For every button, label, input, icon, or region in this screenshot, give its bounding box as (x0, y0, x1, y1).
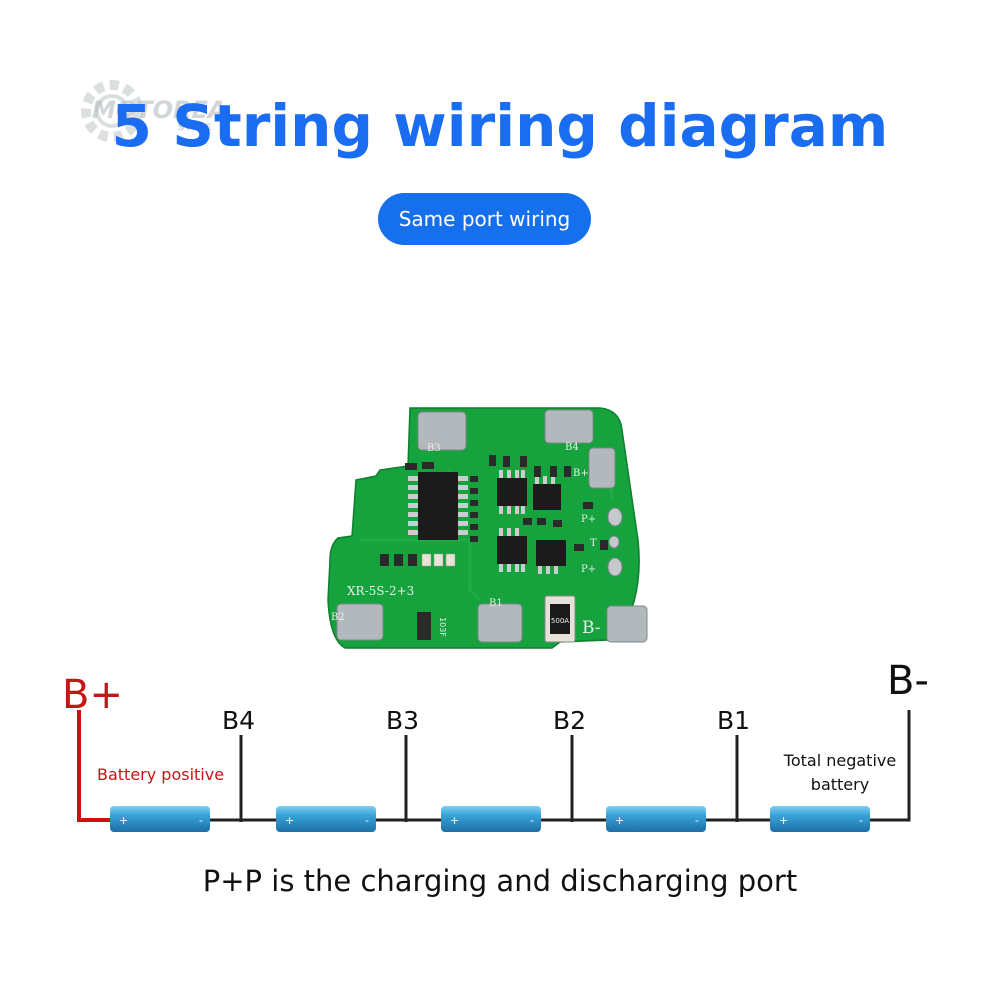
pad-b3 (417, 411, 467, 451)
pcb-board: 500A 103F B3 B4 B+ P+ T P+ XR-5S-2+3 B2 … (327, 407, 648, 649)
mosfet-4 (536, 540, 566, 566)
svg-text:+: + (779, 814, 788, 827)
small-part-label: 103F (438, 617, 447, 637)
caption: P+P is the charging and discharging port (202, 864, 798, 898)
label-b-plus: B+ (62, 672, 123, 718)
battery-cell-1: + - (110, 806, 210, 832)
svg-text:+: + (615, 814, 624, 827)
pad-pplus-2 (607, 557, 623, 577)
label-b1: B1 (717, 706, 750, 735)
label-total-negative-2: battery (811, 775, 869, 794)
resistor-label: 500A (551, 617, 569, 625)
silk-b1: B1 (489, 598, 503, 609)
svg-text:-: - (365, 814, 369, 827)
silk-b4: B4 (565, 442, 579, 453)
pad-b1 (477, 603, 523, 643)
same-port-wiring-badge: Same port wiring (378, 193, 591, 245)
watermark-gear-icon (81, 80, 143, 142)
label-total-negative-1: Total negative (783, 751, 896, 770)
svg-text:-: - (695, 814, 699, 827)
label-b2: B2 (553, 706, 586, 735)
battery-cell-4: + - (606, 806, 706, 832)
silk-model: XR-5S-2+3 (347, 584, 414, 598)
pad-bminus (606, 605, 648, 643)
pad-bplus (588, 447, 616, 489)
silk-b3: B3 (427, 443, 441, 454)
silk-bminus: B- (582, 618, 601, 638)
svg-text:+: + (285, 814, 294, 827)
watermark-text: MOTOREA (92, 96, 227, 124)
pad-b4 (544, 409, 594, 444)
silk-t: T (590, 538, 597, 549)
pad-pplus-1 (607, 507, 623, 527)
pad-t (608, 535, 620, 549)
label-b-minus: B- (887, 658, 929, 704)
negative-wire (868, 710, 911, 822)
svg-text:+: + (450, 814, 459, 827)
silk-bplus: B+ (573, 468, 589, 479)
wiring-diagram: + - + - + - + - + - B+ B4 B3 B2 B1 B- B (62, 658, 929, 832)
ic-chip (418, 472, 458, 540)
label-b3: B3 (386, 706, 419, 735)
silk-pplus2: P+ (581, 564, 596, 575)
mosfet-1 (497, 478, 527, 506)
battery-cell-2: + - (276, 806, 376, 832)
silk-pplus1: P+ (581, 514, 596, 525)
mosfet-3 (497, 536, 527, 564)
svg-text:+: + (119, 814, 128, 827)
battery-cell-3: + - (441, 806, 541, 832)
mosfet-2 (533, 484, 561, 510)
svg-text:-: - (530, 814, 534, 827)
silk-b2: B2 (331, 612, 345, 623)
battery-cell-5: + - (770, 806, 870, 832)
label-b4: B4 (222, 706, 255, 735)
svg-text:-: - (199, 814, 203, 827)
watermark-subtext: STORE (178, 123, 211, 133)
positive-wire (77, 710, 112, 822)
page-title: 5 String wiring diagram (111, 92, 889, 160)
pad-b2 (336, 603, 384, 641)
svg-text:-: - (859, 814, 863, 827)
label-battery-positive: Battery positive (97, 765, 224, 784)
